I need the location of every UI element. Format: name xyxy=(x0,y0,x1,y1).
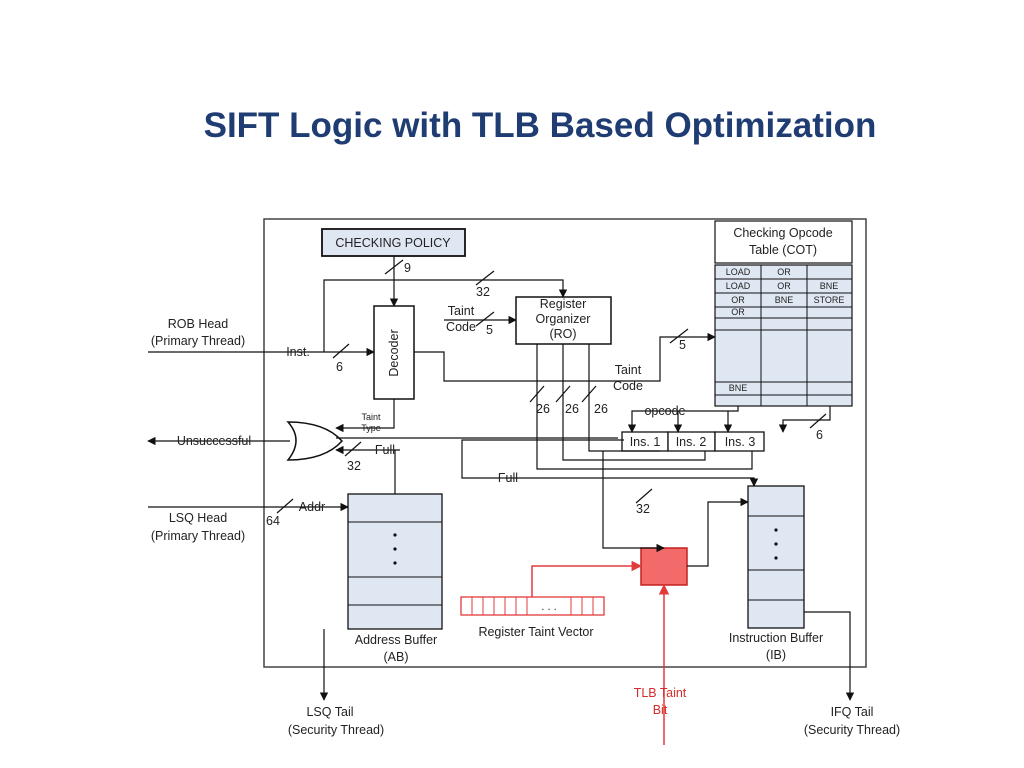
instruction-buffer-block: Instruction Buffer (IB) xyxy=(729,485,823,662)
taint-type-1: Taint xyxy=(361,412,381,422)
checking-policy-label: CHECKING POLICY xyxy=(335,236,451,250)
ifq-tail-2: (Security Thread) xyxy=(804,723,900,737)
taint-code-in-1: Taint xyxy=(448,304,475,318)
bus-width-addr: 64 xyxy=(266,514,280,528)
taint-wires xyxy=(531,560,670,745)
address-buffer-block: Address Buffer (AB) xyxy=(347,493,443,664)
full-signal-or: Full xyxy=(375,443,395,457)
ab-label-1: Address Buffer xyxy=(355,633,437,647)
cot-r0c0: LOAD xyxy=(726,267,751,277)
ib-label-1: Instruction Buffer xyxy=(729,631,823,645)
cot-r4c0: BNE xyxy=(729,383,748,393)
lsq-tail-2: (Security Thread) xyxy=(288,723,384,737)
cot-r1c2: BNE xyxy=(820,281,839,291)
cot-r1c1: OR xyxy=(777,281,791,291)
cot-r3c0: OR xyxy=(731,307,745,317)
checking-policy-block: CHECKING POLICY xyxy=(321,228,466,257)
lsq-tail-1: LSQ Tail xyxy=(306,705,353,719)
cot-r2c2: STORE xyxy=(814,295,845,305)
register-organizer-block: Register Organizer (RO) xyxy=(515,296,612,345)
checking-opcode-table: Checking Opcode Table (COT) LOAD OR LOAD… xyxy=(714,220,853,407)
instruction-slots: Ins. 1 Ins. 2 Ins. 3 xyxy=(621,431,765,452)
bus-width-tc-in: 5 xyxy=(486,323,493,337)
ro-line-3: (RO) xyxy=(549,327,576,341)
bus-width-ro-c: 26 xyxy=(594,402,608,416)
taint-code-out-2: Code xyxy=(613,379,643,393)
bus-width-or-in: 32 xyxy=(347,459,361,473)
bus-width-ro-a: 26 xyxy=(536,402,550,416)
unsuccessful-signal: Unsuccessful xyxy=(177,434,251,448)
bus-width-cot-out: 6 xyxy=(816,428,823,442)
rtv-label: Register Taint Vector xyxy=(478,625,593,639)
taint-code-out-1: Taint xyxy=(615,363,642,377)
cot-title-2: Table (COT) xyxy=(749,243,817,257)
ifq-tail-1: IFQ Tail xyxy=(831,705,874,719)
bus-width-tc-out: 5 xyxy=(679,338,686,352)
or-gate xyxy=(286,421,344,461)
taint-code-in-2: Code xyxy=(446,320,476,334)
tlb-taint-bit-2: Bit xyxy=(653,703,668,717)
tlb-taint-bit-1: TLB Taint xyxy=(634,686,687,700)
cot-r1c0: LOAD xyxy=(726,281,751,291)
bus-width-tlb-in: 32 xyxy=(636,502,650,516)
bus-width-inst: 6 xyxy=(336,360,343,374)
decoder-label: Decoder xyxy=(387,329,401,376)
lsq-head-1: LSQ Head xyxy=(169,511,227,525)
bus-width-reg: 32 xyxy=(476,285,490,299)
rtv-dots: . . . xyxy=(541,601,556,613)
ins-3-label: Ins. 3 xyxy=(725,435,756,449)
bus-width-ro-b: 26 xyxy=(565,402,579,416)
inst-signal: Inst. xyxy=(286,345,310,359)
opcode-signal: opcode xyxy=(644,404,685,418)
register-taint-vector: . . . Register Taint Vector xyxy=(460,596,605,639)
decoder-block: Decoder xyxy=(373,305,415,400)
ib-label-2: (IB) xyxy=(766,648,786,662)
ro-line-2: Organizer xyxy=(536,312,591,326)
ins-2-label: Ins. 2 xyxy=(676,435,707,449)
cot-title-1: Checking Opcode xyxy=(733,226,832,240)
lsq-head-2: (Primary Thread) xyxy=(151,529,245,543)
full-signal-ib: Full xyxy=(498,471,518,485)
cot-r2c0: OR xyxy=(731,295,745,305)
ins-1-label: Ins. 1 xyxy=(630,435,661,449)
addr-signal: Addr xyxy=(299,500,325,514)
wires xyxy=(147,256,855,701)
ab-label-2: (AB) xyxy=(384,650,409,664)
cot-r0c1: OR xyxy=(777,267,791,277)
cot-r2c1: BNE xyxy=(775,295,794,305)
rob-head-2: (Primary Thread) xyxy=(151,334,245,348)
rob-head-1: ROB Head xyxy=(168,317,228,331)
bus-width-policy: 9 xyxy=(404,261,411,275)
tlb-taint-check-block xyxy=(640,547,688,586)
ro-line-1: Register xyxy=(540,297,587,311)
slide-title: SIFT Logic with TLB Based Optimization xyxy=(203,106,877,145)
taint-type-2: Type xyxy=(361,423,381,433)
